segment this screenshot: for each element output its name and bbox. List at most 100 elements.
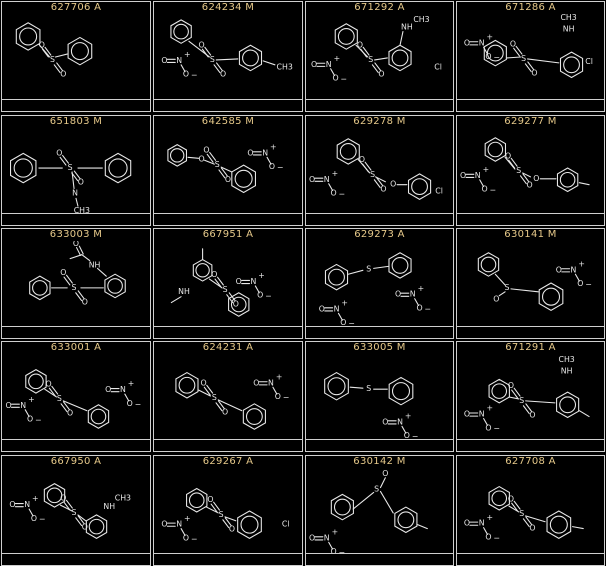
benzene-ring xyxy=(10,152,37,184)
bond xyxy=(209,151,217,161)
bond xyxy=(180,64,186,73)
aromatic-circle xyxy=(188,492,205,509)
atom-label: S xyxy=(72,508,77,517)
compound-id: 630142 M xyxy=(353,456,406,467)
atom-label: O xyxy=(247,148,253,157)
bond xyxy=(519,175,527,185)
atom-label: N xyxy=(334,304,340,313)
atom-label: O xyxy=(60,493,66,502)
bond xyxy=(578,182,590,186)
benzene-ring xyxy=(556,391,580,419)
charge-label: − xyxy=(338,548,345,553)
atom-label: O xyxy=(485,532,491,541)
bond xyxy=(525,515,546,523)
bond xyxy=(81,254,91,262)
bond xyxy=(527,61,535,71)
atom-label: O xyxy=(222,408,228,417)
bond xyxy=(254,285,260,294)
aromatic-circle xyxy=(391,382,411,401)
bond xyxy=(228,292,236,302)
cell-footer-bar xyxy=(154,213,302,225)
atom-label: O xyxy=(82,298,88,307)
bond xyxy=(78,245,84,255)
bond xyxy=(204,159,215,165)
aromatic-circle xyxy=(242,49,259,67)
atom-label: S xyxy=(210,55,215,64)
bond xyxy=(53,64,61,74)
atom-label: S xyxy=(368,55,373,64)
bond xyxy=(205,506,219,514)
atom-label: N xyxy=(571,265,577,274)
charge-label: + xyxy=(128,379,135,388)
atom-label: S xyxy=(215,160,220,169)
atom-label: O xyxy=(233,300,239,309)
bond xyxy=(522,518,530,528)
atom-label: O xyxy=(67,409,73,418)
bond xyxy=(578,410,590,418)
benzene-ring xyxy=(238,44,263,72)
atom-label: N xyxy=(262,148,268,157)
bond xyxy=(515,45,523,55)
atom-label: O xyxy=(161,56,167,65)
atom-label: S xyxy=(519,509,524,518)
atom-label: O xyxy=(253,378,259,387)
atom-label: NH xyxy=(563,25,575,34)
bond xyxy=(360,48,368,58)
bond xyxy=(75,197,79,207)
aromatic-circle xyxy=(391,257,409,274)
aromatic-circle xyxy=(195,263,210,278)
bond xyxy=(328,183,334,192)
atom-label: N xyxy=(268,378,274,387)
atom-label: O xyxy=(220,70,226,79)
atom-label: O xyxy=(269,162,275,171)
benzene-ring xyxy=(242,403,266,430)
atom-label: O xyxy=(464,38,470,47)
benzene-ring xyxy=(336,138,360,165)
bond xyxy=(24,409,30,418)
compound-id: 624234 M xyxy=(201,2,255,13)
atom-label: O xyxy=(309,175,315,184)
atom-label: O xyxy=(464,519,470,528)
atom-label: N xyxy=(475,171,481,180)
bond xyxy=(226,294,234,304)
aromatic-circle xyxy=(491,383,508,399)
bond xyxy=(328,541,334,550)
bond xyxy=(224,517,232,527)
atom-label: O xyxy=(482,185,488,194)
molecule-svg: SN+OO−N+OO− xyxy=(319,252,431,326)
aromatic-circle xyxy=(46,487,63,504)
atom-label: O xyxy=(340,318,346,326)
bond xyxy=(124,393,130,402)
charge-label: − xyxy=(340,74,347,83)
atom-label: O xyxy=(31,514,37,523)
